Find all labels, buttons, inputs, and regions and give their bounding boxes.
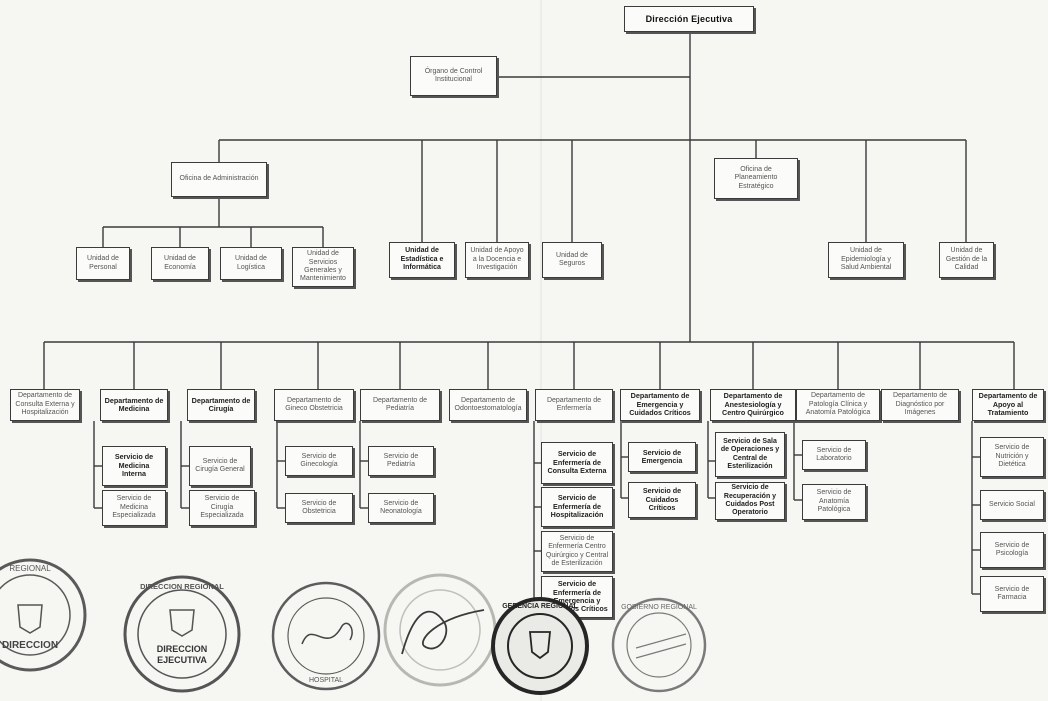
box-serv-pediatria: Servicio de Pediatría bbox=[368, 446, 434, 476]
box-serv-sala-operaciones: Servicio de Sala de Operaciones y Centra… bbox=[715, 432, 785, 477]
box-unidad-docencia: Unidad de Apoyo a la Docencia e Investig… bbox=[465, 242, 529, 278]
box-serv-enf-consulta: Servicio de Enfermería de Consulta Exter… bbox=[541, 442, 613, 484]
seal-2-line2: EJECUTIVA bbox=[157, 655, 207, 665]
seal-3-text: HOSPITAL bbox=[309, 677, 343, 684]
box-oficina-planeamiento: Oficina de Planeamiento Estratégico bbox=[714, 158, 798, 199]
box-dept-gineco-obstetricia: Departamento de Gineco Obstetricia bbox=[274, 389, 354, 421]
box-serv-obstetricia: Servicio de Obstetricia bbox=[285, 493, 353, 523]
box-serv-neonatologia: Servicio de Neonatología bbox=[368, 493, 434, 523]
seal-1-bottom: DIRECCION bbox=[2, 640, 58, 651]
seal-2-line1: DIRECCION bbox=[157, 644, 208, 654]
box-serv-recuperacion: Servicio de Recuperación y Cuidados Post… bbox=[715, 482, 785, 520]
box-serv-enf-hospitalizacion: Servicio de Enfermería de Hospitalizació… bbox=[541, 487, 613, 527]
box-serv-cuidados-criticos: Servicio de Cuidados Críticos bbox=[628, 482, 696, 518]
box-unidad-logistica: Unidad de Logística bbox=[220, 247, 282, 280]
box-serv-enf-emergencia: Servicio de Enfermería de Emergencia y C… bbox=[541, 576, 613, 618]
box-unidad-epidemiologia: Unidad de Epidemiología y Salud Ambienta… bbox=[828, 242, 904, 278]
box-serv-ginecologia: Servicio de Ginecología bbox=[285, 446, 353, 476]
seal-1-icon: REGIONAL DIRECCION bbox=[0, 558, 87, 672]
seal-4-icon bbox=[383, 573, 497, 687]
box-dept-apoyo-tratamiento: Departamento de Apoyo al Tratamiento bbox=[972, 389, 1044, 421]
box-serv-anatomia-patologica: Servicio de Anatomía Patológica bbox=[802, 484, 866, 520]
box-unidad-seguros: Unidad de Seguros bbox=[542, 242, 602, 278]
box-serv-psicologia: Servicio de Psicología bbox=[980, 532, 1044, 568]
box-serv-medicina-especializada: Servicio de Medicina Especializada bbox=[102, 490, 166, 526]
box-unidad-estadistica: Unidad de Estadística e Informática bbox=[389, 242, 455, 278]
box-serv-cirugia-general: Servicio de Cirugía General bbox=[189, 446, 251, 486]
box-control-institucional: Órgano de Control Institucional bbox=[410, 56, 497, 96]
box-dept-cirugia: Departamento de Cirugía bbox=[187, 389, 255, 421]
box-dept-pediatria: Departamento de Pediatría bbox=[360, 389, 440, 421]
seal-6-text: GOBIERNO REGIONAL bbox=[621, 604, 697, 611]
box-dept-diagnostico-imagenes: Departamento de Diagnóstico por Imágenes bbox=[881, 389, 959, 421]
box-unidad-personal: Unidad de Personal bbox=[76, 247, 130, 280]
box-serv-farmacia: Servicio de Farmacia bbox=[980, 576, 1044, 612]
box-dept-emergencia: Departamento de Emergencia y Cuidados Cr… bbox=[620, 389, 700, 421]
box-serv-nutricion: Servicio de Nutrición y Dietética bbox=[980, 437, 1044, 477]
seal-3-icon: HOSPITAL bbox=[271, 581, 381, 691]
box-unidad-calidad: Unidad de Gestión de la Calidad bbox=[939, 242, 994, 278]
seal-2-top: DIRECCION REGIONAL bbox=[140, 582, 224, 591]
box-dept-consulta-externa: Departamento de Consulta Externa y Hospi… bbox=[10, 389, 80, 421]
page-fold bbox=[540, 0, 542, 701]
seal-1-top: REGIONAL bbox=[9, 564, 51, 573]
box-dept-enfermeria: Departamento de Enfermería bbox=[535, 389, 613, 421]
box-unidad-economia: Unidad de Economía bbox=[151, 247, 209, 280]
box-dept-odontoestomatologia: Departamento de Odontoestomatología bbox=[449, 389, 527, 421]
box-serv-emergencia: Servicio de Emergencia bbox=[628, 442, 696, 472]
seal-6-icon: GOBIERNO REGIONAL bbox=[611, 597, 707, 693]
box-serv-cirugia-especializada: Servicio de Cirugía Especializada bbox=[189, 490, 255, 526]
box-dept-anestesiologia: Departamento de Anestesiología y Centro … bbox=[710, 389, 796, 421]
box-unidad-servicios-generales: Unidad de Servicios Generales y Mantenim… bbox=[292, 247, 354, 287]
box-serv-laboratorio: Servicio de Laboratorio bbox=[802, 440, 866, 470]
box-serv-enf-centro-quirurgico: Servicio de Enfermería Centro Quirúrgico… bbox=[541, 531, 613, 572]
box-direccion-ejecutiva: Dirección Ejecutiva bbox=[624, 6, 754, 32]
box-serv-medicina-interna: Servicio de Medicina Interna bbox=[102, 446, 166, 486]
box-serv-social: Servicio Social bbox=[980, 490, 1044, 520]
seal-5-icon: GERENCIA REGIONAL bbox=[491, 597, 589, 695]
seal-2-icon: DIRECCION REGIONAL DIRECCION EJECUTIVA bbox=[123, 575, 241, 693]
box-oficina-administracion: Oficina de Administración bbox=[171, 162, 267, 197]
seal-5-text: GERENCIA REGIONAL bbox=[502, 603, 578, 610]
box-dept-patologia: Departamento de Patología Clínica y Anat… bbox=[796, 389, 880, 421]
box-dept-medicina: Departamento de Medicina bbox=[100, 389, 168, 421]
